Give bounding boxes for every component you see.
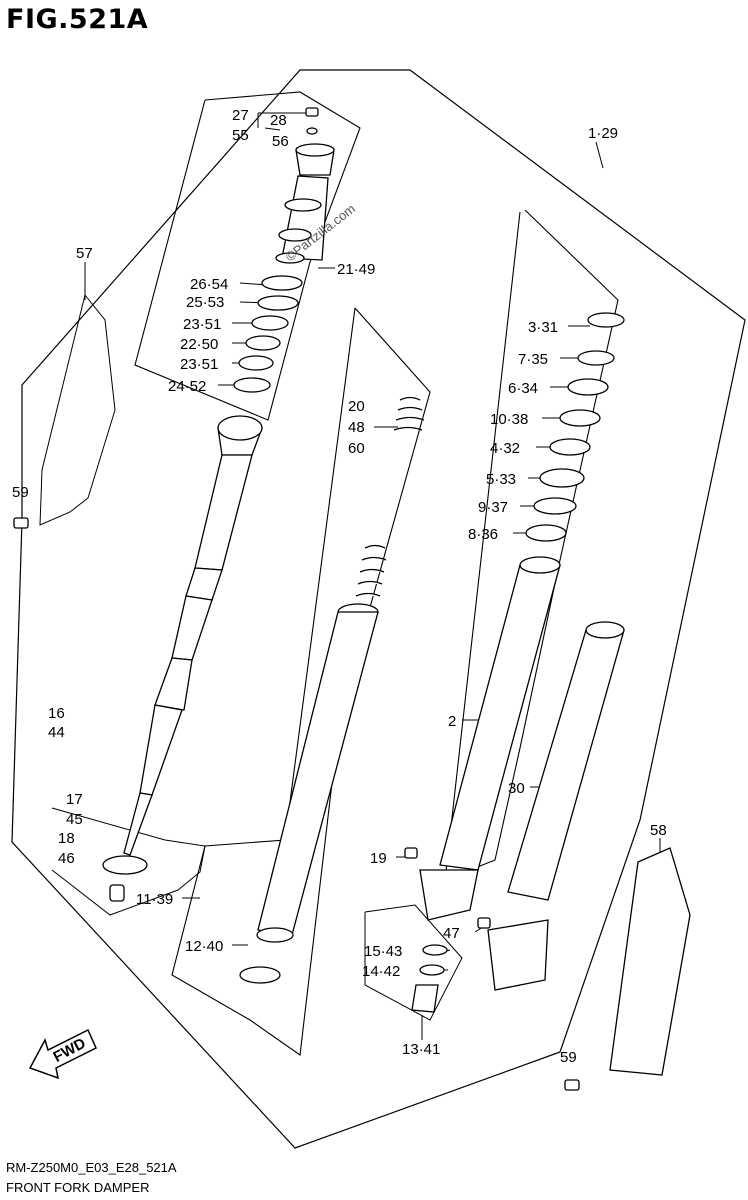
base-valve <box>411 944 448 1013</box>
callout-58: 58 <box>650 822 667 839</box>
callout-15-43: 15·43 <box>364 943 402 960</box>
callout-10-38: 10·38 <box>490 411 528 428</box>
callout-28: 28 <box>270 112 287 129</box>
callout-11-39: 11·39 <box>136 891 173 908</box>
assembly-outline <box>11 69 746 1149</box>
callout-17: 17 <box>66 791 83 808</box>
cartridge <box>239 396 425 984</box>
callout-59-a: 59 <box>12 484 29 501</box>
damper-rod <box>102 415 263 902</box>
figure-title: FIG.521A <box>6 4 149 35</box>
callout-23-51-a: 23·51 <box>183 316 221 333</box>
callout-labels: 27 28 55 56 1·29 57 21·49 26·54 25·53 23… <box>12 107 667 1066</box>
callout-12-40: 12·40 <box>185 938 223 955</box>
callout-30: 30 <box>508 780 525 797</box>
figure-caption: FRONT FORK DAMPER <box>6 1180 150 1195</box>
callout-2: 2 <box>448 713 456 730</box>
callout-1-29: 1·29 <box>588 125 618 142</box>
callout-24-52: 24·52 <box>168 378 206 395</box>
callout-7-35: 7·35 <box>518 351 548 368</box>
callout-5-33: 5·33 <box>486 471 516 488</box>
callout-56: 56 <box>272 133 289 150</box>
callout-18: 18 <box>58 830 75 847</box>
callout-47: 47 <box>443 925 460 942</box>
guard-57-outline <box>39 294 116 526</box>
callout-20: 20 <box>348 398 365 415</box>
top-cap-assembly <box>233 107 335 393</box>
bolts <box>13 517 580 1091</box>
base-valve-group-outline <box>364 904 463 1021</box>
callout-44: 44 <box>48 724 65 741</box>
callout-25-53: 25·53 <box>186 294 224 311</box>
callout-59-b: 59 <box>560 1049 577 1066</box>
callout-3-31: 3·31 <box>528 319 558 336</box>
callout-57: 57 <box>76 245 93 262</box>
callout-19: 19 <box>370 850 387 867</box>
callout-6-34: 6·34 <box>508 380 538 397</box>
callout-46: 46 <box>58 850 75 867</box>
callout-27: 27 <box>232 107 249 124</box>
figure-code: RM-Z250M0_E03_E28_521A <box>6 1160 177 1175</box>
cap-group-outline <box>134 91 361 421</box>
callout-45: 45 <box>66 811 83 828</box>
damper-group-outline <box>51 807 206 916</box>
callout-48: 48 <box>348 419 365 436</box>
callout-55: 55 <box>232 127 249 144</box>
callout-22-50: 22·50 <box>180 336 218 353</box>
cartridge-group-outline <box>171 307 431 1056</box>
callout-16: 16 <box>48 705 65 722</box>
callout-8-36: 8·36 <box>468 526 498 543</box>
callout-21-49: 21·49 <box>337 261 375 278</box>
callout-23-51-b: 23·51 <box>180 356 218 373</box>
outer-tubes <box>404 312 691 1076</box>
callout-4-32: 4·32 <box>490 440 520 457</box>
callout-26-54: 26·54 <box>190 276 228 293</box>
callout-14-42: 14·42 <box>362 963 400 980</box>
callout-13-41: 13·41 <box>402 1041 440 1058</box>
callout-9-37: 9·37 <box>478 499 508 516</box>
callout-60: 60 <box>348 440 365 457</box>
fwd-arrow-icon: FWD <box>28 1028 97 1080</box>
